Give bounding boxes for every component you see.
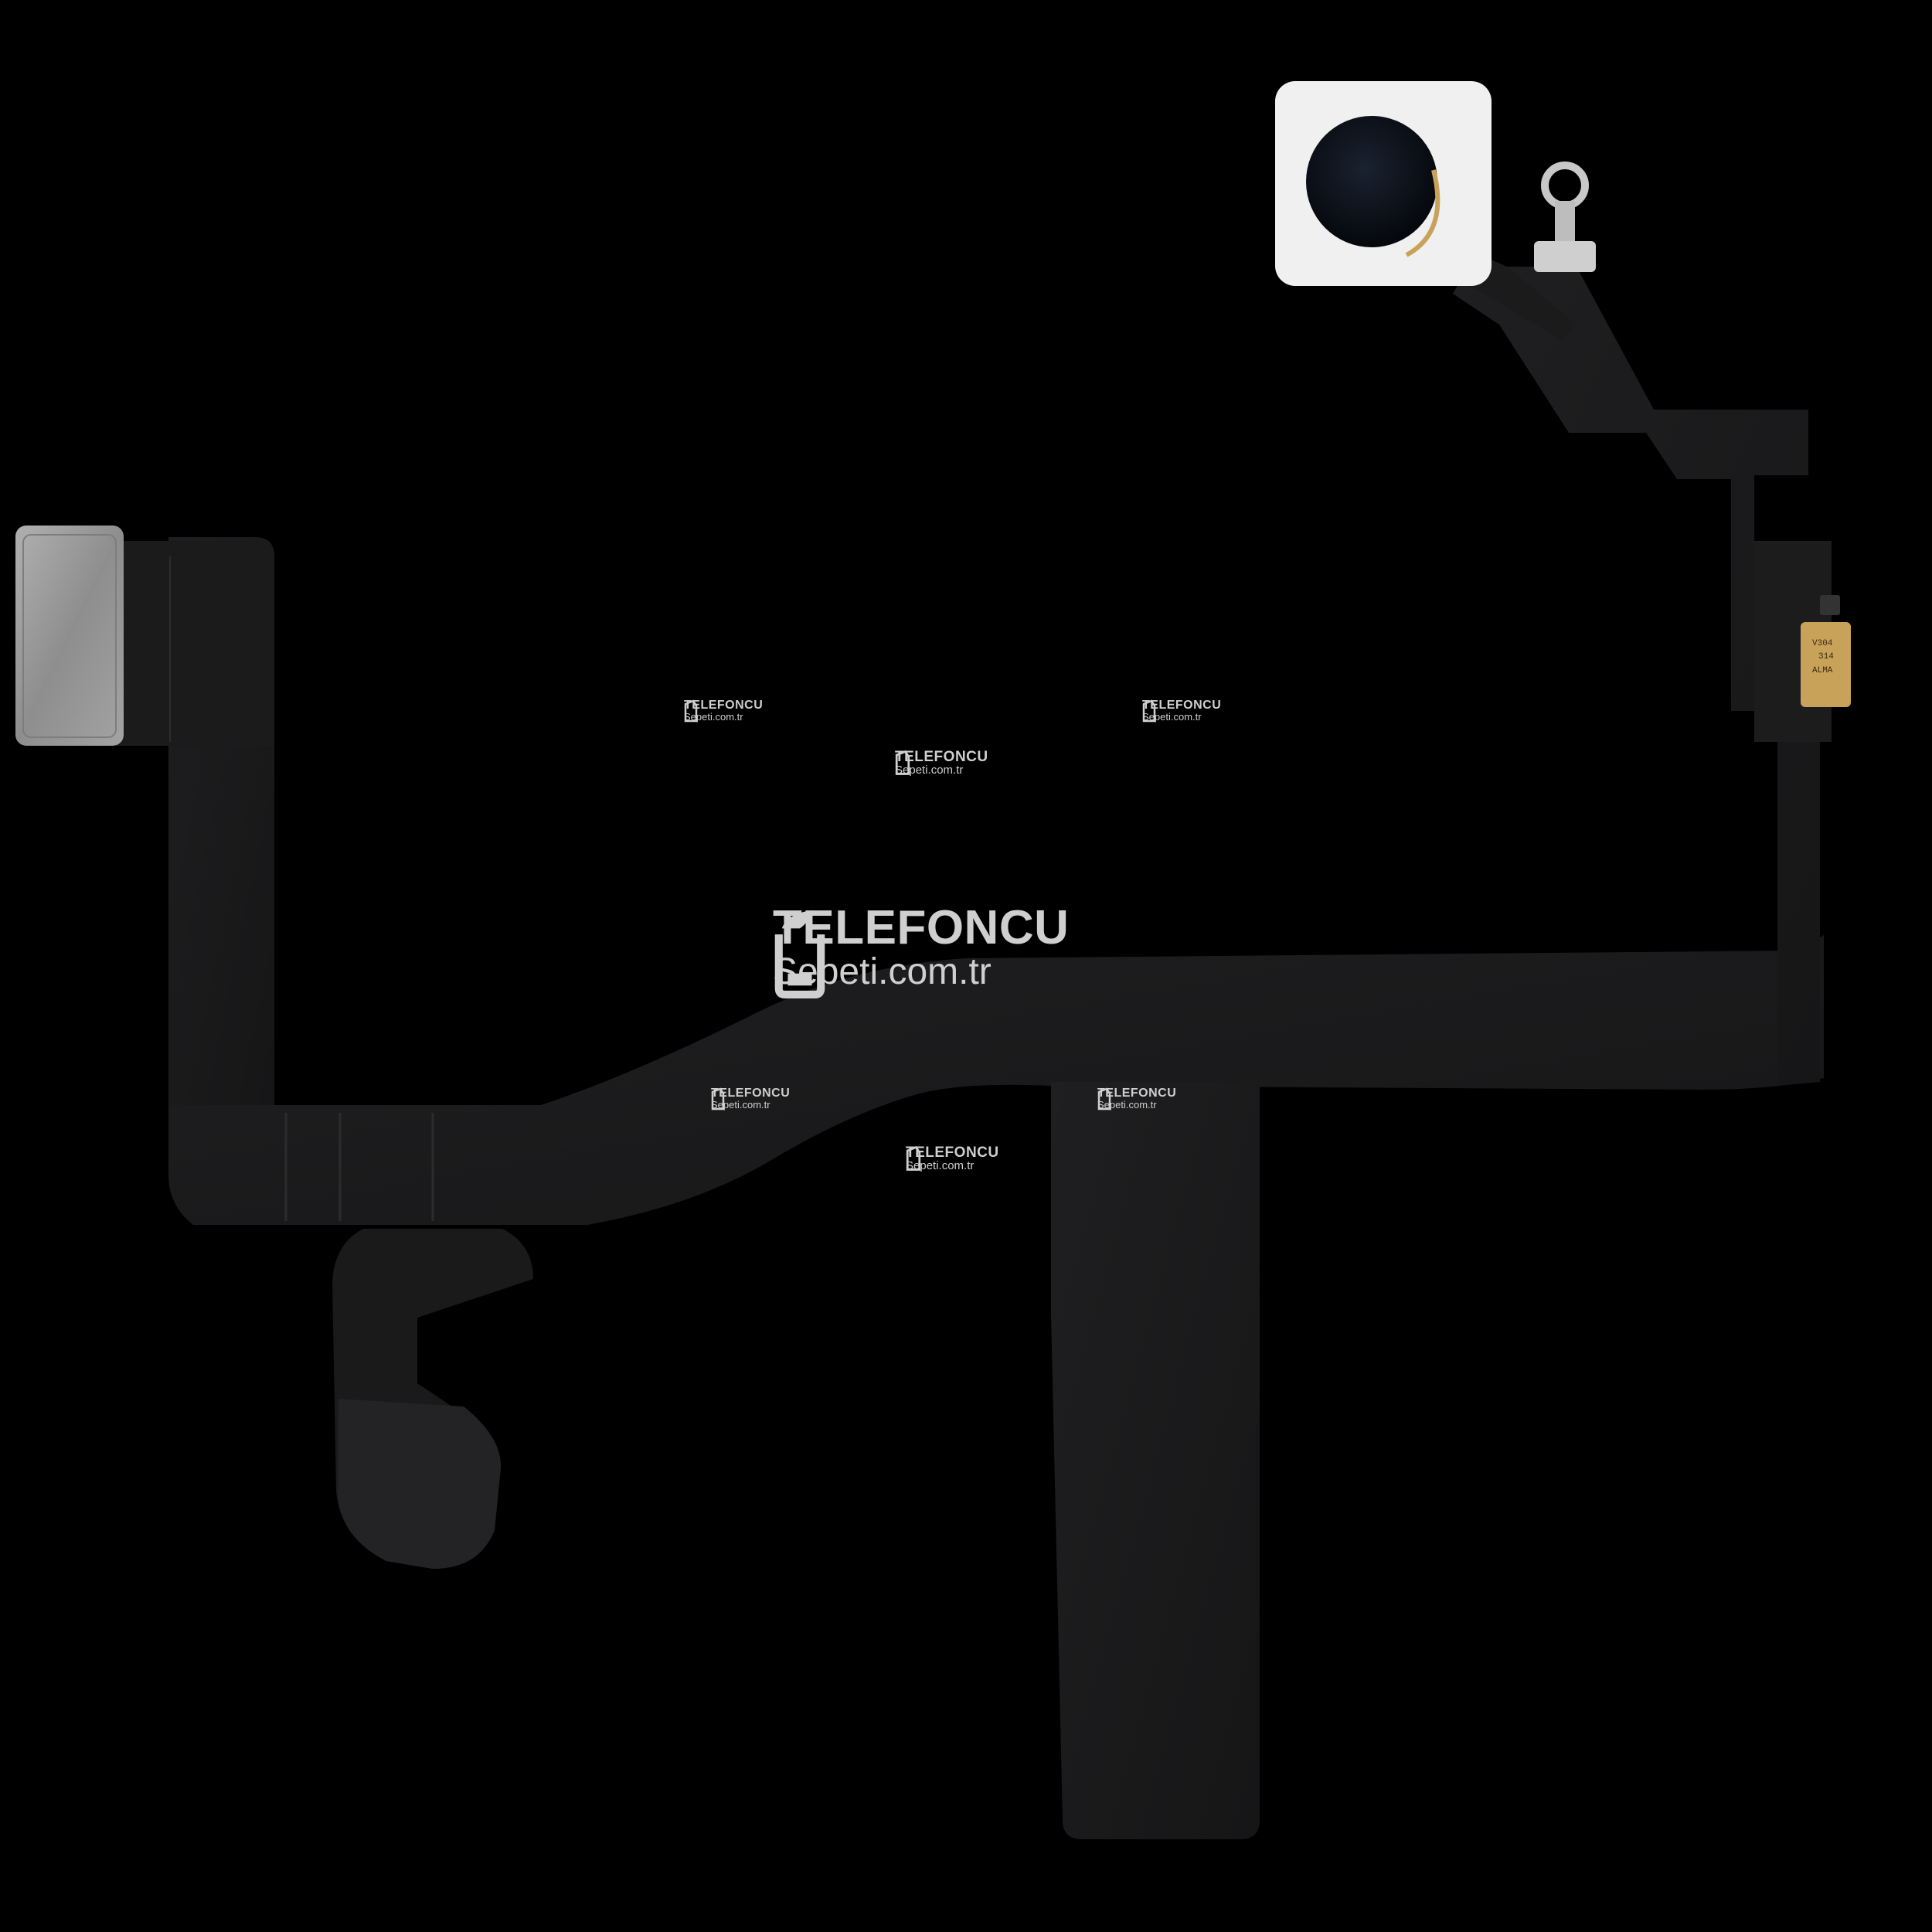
watermark-brand: TELEFONCU (895, 749, 988, 765)
lower-left-pad (338, 1399, 502, 1569)
watermark-domain: Sepeti.com.tr (906, 1159, 975, 1172)
phone-leaf-logo-icon (1142, 699, 1156, 723)
microphone (1801, 622, 1851, 707)
phone-leaf-logo-icon (906, 1145, 921, 1171)
phone-leaf-logo-icon (895, 750, 910, 775)
vertical-tail (1051, 1082, 1260, 1839)
watermark-domain: Sepeti.com.tr (1097, 1099, 1157, 1111)
watermark-domain: Sepeti.com.tr (684, 711, 743, 723)
watermark-brand: TELEFONCU (1142, 699, 1222, 712)
left-metal-connector (15, 526, 124, 746)
right-cable-segment (1453, 267, 1828, 1086)
watermark-brand: TELEFONCU (711, 1087, 791, 1100)
main-band (168, 935, 1824, 1225)
watermark-domain: Sepeti.com.tr (895, 764, 964, 777)
watermark-domain: Sepeti.com.tr (1142, 711, 1202, 723)
watermark-brand: TELEFONCU (684, 699, 764, 712)
watermark-brand: TELEFONCU (906, 1145, 999, 1161)
flash-module (1306, 116, 1437, 247)
phone-leaf-logo-icon (774, 910, 825, 998)
phone-leaf-logo-icon (711, 1087, 725, 1111)
screw-bracket (1541, 162, 1589, 209)
mic-marking-line3: ALMA (1812, 666, 1833, 675)
phone-leaf-logo-icon (1097, 1087, 1111, 1111)
mic-marking-line2: 314 (1818, 652, 1834, 662)
mic-marking-line1: V304 (1812, 639, 1833, 648)
watermark-brand: TELEFONCU (1097, 1087, 1177, 1100)
watermark-domain: Sepeti.com.tr (711, 1099, 770, 1111)
left-connector-tail (116, 541, 274, 746)
phone-leaf-logo-icon (684, 699, 698, 723)
